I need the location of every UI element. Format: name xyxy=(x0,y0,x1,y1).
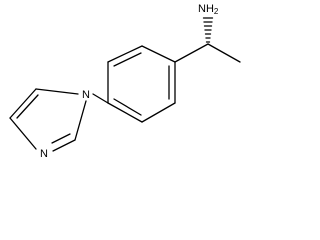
bond-chiral-carbon-methyl xyxy=(207,43,241,63)
imidazole-n3-label: N xyxy=(40,148,48,160)
bond-b5-b6 xyxy=(141,102,176,123)
bond-ring-to-chiral-carbon xyxy=(174,43,209,63)
hashed-wedge-bond xyxy=(202,17,214,43)
double-bond-c4-c5-inner xyxy=(16,94,39,119)
amine-label: NH2 xyxy=(198,3,219,16)
bond-ring-to-imidazole xyxy=(92,93,109,104)
bond-c4-c5 xyxy=(9,88,37,119)
bond-b2-b3 xyxy=(107,45,143,63)
bond-c2-n3 xyxy=(52,139,76,152)
double-bond-c2-n3-inner xyxy=(51,133,71,144)
bond-b1-b2 xyxy=(141,45,176,63)
molecule-structure: NH2 N N xyxy=(9,3,241,160)
bond-c5-n1 xyxy=(35,88,79,95)
bond-n1-c2 xyxy=(74,100,87,141)
ethylamine-side-chain: NH2 xyxy=(174,3,241,63)
double-bond-b4-b5-inner xyxy=(113,98,142,116)
bond-n3-c4 xyxy=(9,117,37,150)
double-bond-b2-b3-inner xyxy=(113,52,142,67)
benzene-ring xyxy=(107,45,176,123)
bond-b4-b5 xyxy=(107,102,143,123)
imidazole-n1-label: N xyxy=(82,89,90,101)
imidazole-ring xyxy=(9,88,87,152)
